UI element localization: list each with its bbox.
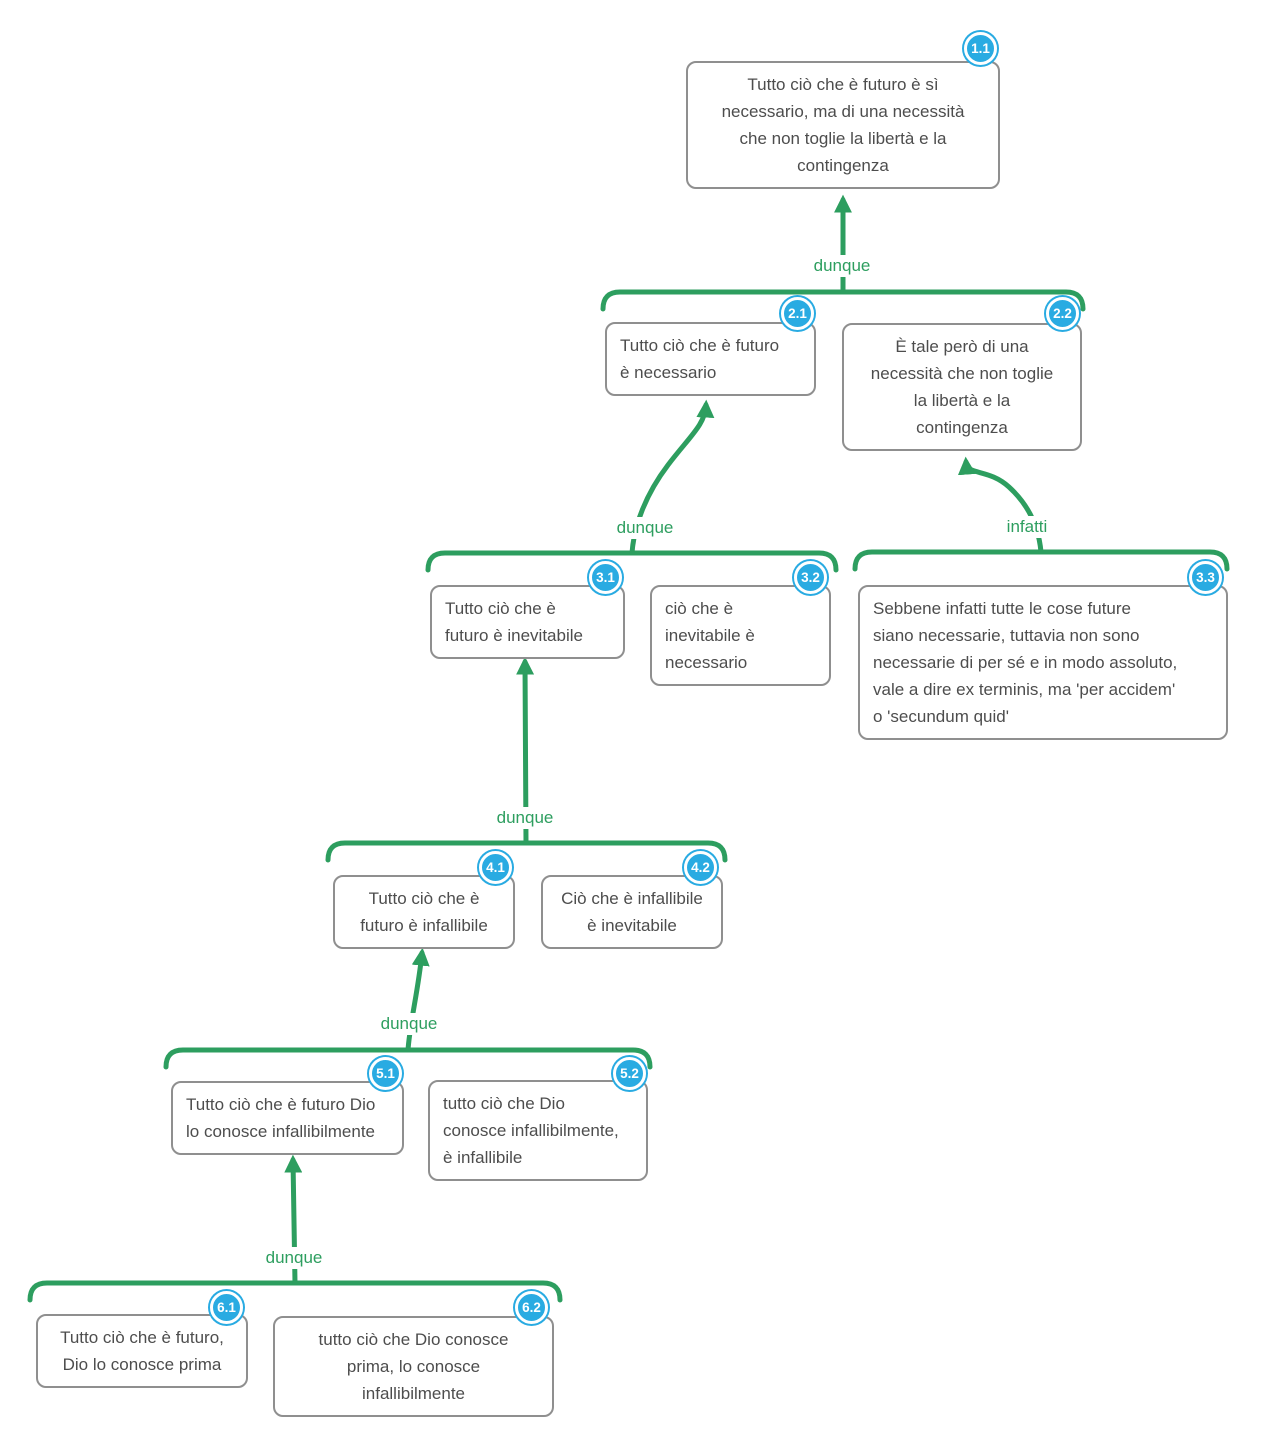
node-badge-5-2[interactable]: 5.2	[613, 1057, 646, 1090]
node-box-3-2[interactable]: ciò che è inevitabile è necessario	[650, 585, 831, 686]
node-badge-2-2[interactable]: 2.2	[1046, 297, 1079, 330]
node-box-3-3[interactable]: Sebbene infatti tutte le cose future sia…	[858, 585, 1228, 740]
edge-label-dunque-1[interactable]: dunque	[809, 255, 875, 277]
edge-label-dunque-3[interactable]: dunque	[492, 807, 558, 829]
edge-label-dunque-2[interactable]: dunque	[612, 517, 678, 539]
node-box-6-2[interactable]: tutto ciò che Dio conosce prima, lo cono…	[273, 1316, 554, 1417]
premise-bracket-level3-left[interactable]	[425, 550, 839, 573]
node-box-1-1[interactable]: Tutto ciò che è futuro è sì necessario, …	[686, 61, 1000, 189]
node-box-5-2[interactable]: tutto ciò che Dio conosce infallibilment…	[428, 1080, 648, 1181]
node-box-4-2[interactable]: Ciò che è infallibile è inevitabile	[541, 875, 723, 949]
edge-label-infatti[interactable]: infatti	[1002, 516, 1052, 538]
node-badge-3-2[interactable]: 3.2	[794, 561, 827, 594]
premise-bracket-level3-right[interactable]	[852, 549, 1230, 572]
edge-label-dunque-5[interactable]: dunque	[261, 1247, 327, 1269]
premise-bracket-level6[interactable]	[27, 1280, 563, 1303]
node-box-2-1[interactable]: Tutto ciò che è futuro è necessario	[605, 322, 816, 396]
edge-label-dunque-4[interactable]: dunque	[376, 1013, 442, 1035]
node-badge-1-1[interactable]: 1.1	[964, 32, 997, 65]
node-badge-3-1[interactable]: 3.1	[589, 561, 622, 594]
node-badge-6-2[interactable]: 6.2	[515, 1291, 548, 1324]
node-box-3-1[interactable]: Tutto ciò che è futuro è inevitabile	[430, 585, 625, 659]
node-box-4-1[interactable]: Tutto ciò che è futuro è infallibile	[333, 875, 515, 949]
node-badge-4-2[interactable]: 4.2	[684, 851, 717, 884]
premise-bracket-level5[interactable]	[163, 1047, 653, 1070]
edge-arrow-dunque-4[interactable]	[405, 947, 430, 1053]
node-badge-2-1[interactable]: 2.1	[781, 297, 814, 330]
node-badge-6-1[interactable]: 6.1	[210, 1291, 243, 1324]
node-box-5-1[interactable]: Tutto ciò che è futuro Dio lo conosce in…	[171, 1081, 404, 1155]
node-badge-4-1[interactable]: 4.1	[479, 851, 512, 884]
premise-bracket-level2[interactable]	[600, 289, 1086, 312]
node-badge-3-3[interactable]: 3.3	[1189, 561, 1222, 594]
node-box-6-1[interactable]: Tutto ciò che è futuro, Dio lo conosce p…	[36, 1314, 248, 1388]
node-badge-5-1[interactable]: 5.1	[369, 1057, 402, 1090]
premise-bracket-level4[interactable]	[325, 840, 728, 863]
edge-arrow-infatti[interactable]	[957, 456, 1044, 555]
node-box-2-2[interactable]: È tale però di una necessità che non tog…	[842, 323, 1082, 451]
